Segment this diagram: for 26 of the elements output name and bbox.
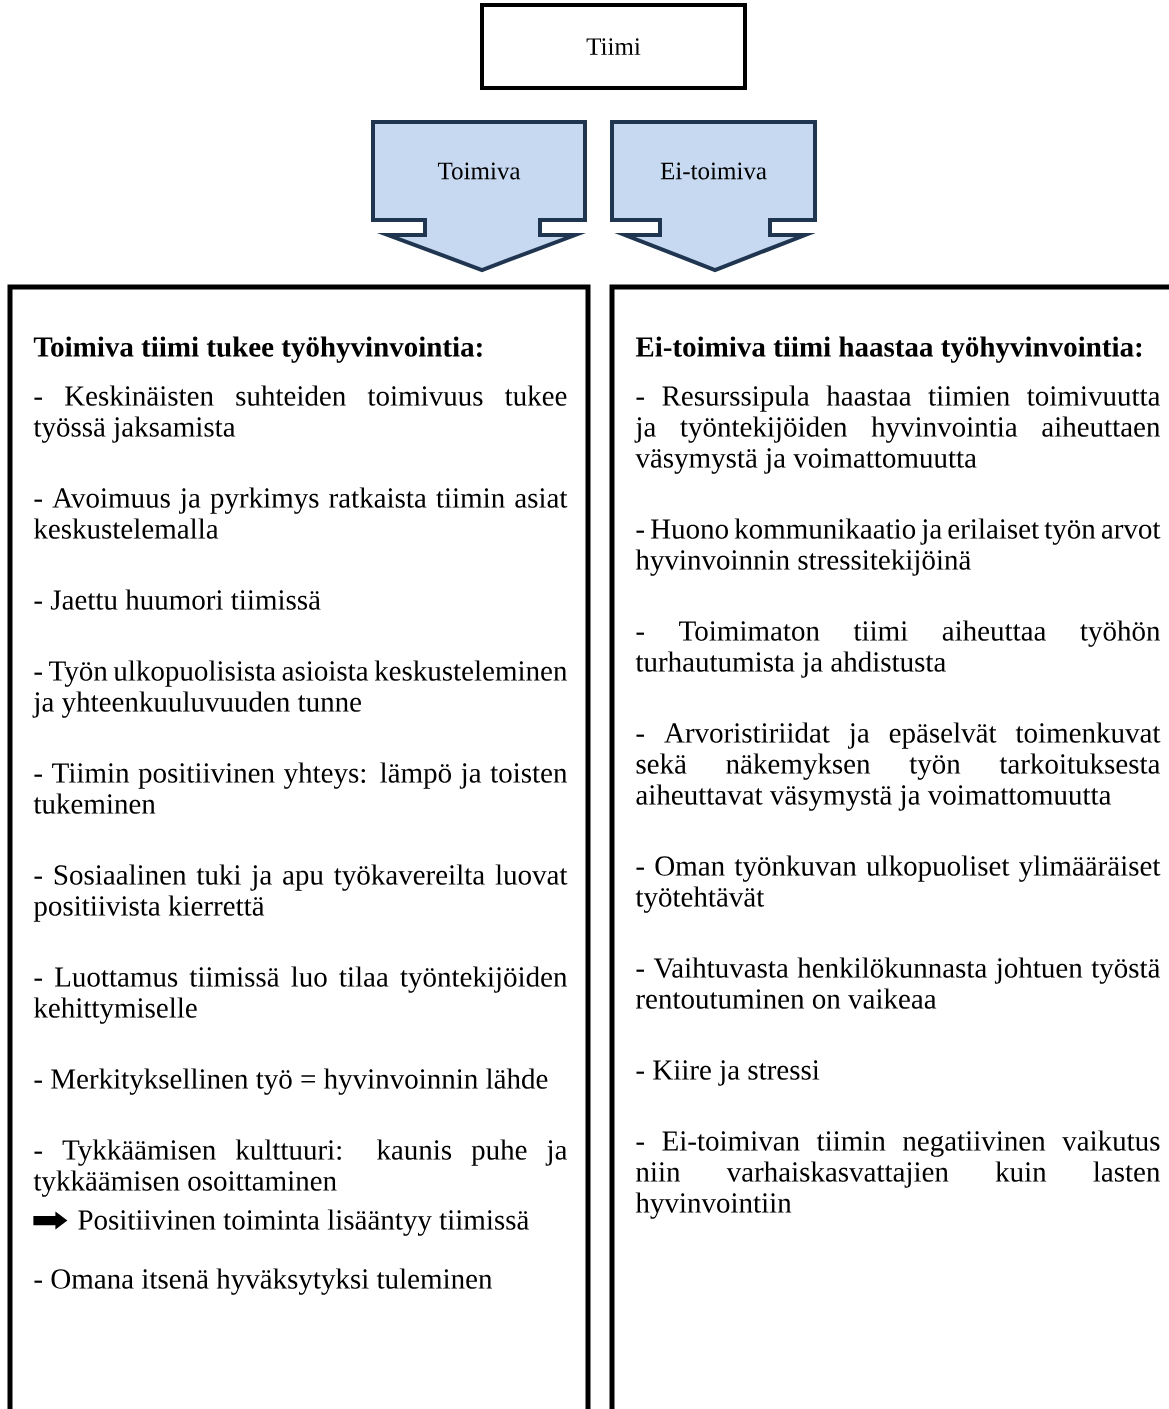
text-panel <box>7 284 591 1409</box>
list-item: - Resurssipula haastaa tiimien toimivuutta ja työntekijöiden hyvinvointia aiheuttaen väsymystä ja voimattomuutta <box>634 385 1161 474</box>
list-item: - Huono kommunikaatio ja erilaiset työn arvot hyvinvoinnin stressitekijöinä <box>635 518 1161 576</box>
heading: Ei-toimiva tiimi haastaa työhyvinvointia: <box>635 336 1142 363</box>
list-item: - Jaettu huumori tiimissä <box>34 589 321 610</box>
list-item: - Vaihtuvasta henkilökunnasta johtuen työstä rentoutuminen on vaikeaa <box>636 957 1161 1009</box>
heading: Toimiva tiimi tukee työhyvinvointia: <box>33 336 482 363</box>
list-item: - Keskinäisten suhteiden toimivuus tukee työssä jaksamista <box>33 385 567 443</box>
list-item: - Merkityksellinen työ = hyvinvoinnin lähde <box>34 1068 548 1095</box>
list-item: - Ei-toimivan tiimin negatiivinen vaikutus niin varhaiskasvattajien kuin lasten hyvinvointiin <box>635 1130 1160 1219</box>
list-item: - Omana itsenä hyväksytyksi tuleminen <box>34 1268 493 1295</box>
list-item: - Oman työnkuvan ulkopuoliset ylimääräiset työtehtävät <box>635 855 1161 913</box>
list-item: - Arvoristiriidat ja epäselvät toimenkuvat sekä näkemyksen työn tarkoituksesta aiheuttavat väsymystä ja voimattomuutta <box>636 722 1161 811</box>
list-item: - Kiire ja stressi <box>636 1060 820 1086</box>
list-item: - Työn ulkopuolisista asioista keskusteleminen ja yhteenkuuluvuuden tunne <box>32 660 567 718</box>
list-item: - Luottamus tiimissä luo tilaa työntekijöiden kehittymiselle <box>33 966 568 1024</box>
list-item: - Tykkäämisen kulttuuri: kaunis puhe ja tykkäämisen osoittaminen <box>33 1139 568 1197</box>
title-box: Tiimi <box>480 3 747 90</box>
list-item: Positiivinen toiminta lisääntyy tiimissä <box>78 1209 529 1236</box>
arrow-callout: Ei-toimiva <box>610 120 817 273</box>
text-panel <box>609 284 1169 1409</box>
list-item: - Tiimin positiivinen yhteys: lämpö ja toisten tukeminen <box>33 762 568 814</box>
list-item: - Toimimaton tiimi aiheuttaa työhön turhautumista ja ahdistusta <box>635 620 1161 678</box>
arrow-callout: Toimiva <box>371 120 587 273</box>
list-item: - Sosiaalinen tuki ja apu työkavereilta luovat positiivista kierrettä <box>33 864 568 922</box>
list-item: - Avoimuus ja pyrkimys ratkaista tiimin asiat keskustelemalla <box>33 487 568 539</box>
